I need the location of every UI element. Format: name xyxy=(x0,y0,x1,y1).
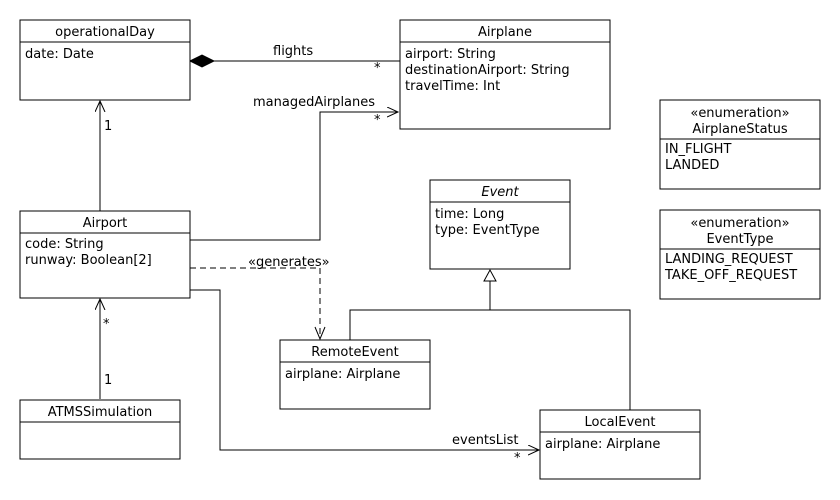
managed-airplanes-multiplicity: * xyxy=(374,113,381,128)
class-attribute: airplane: Airplane xyxy=(545,437,660,452)
class-attribute: code: String xyxy=(25,237,104,252)
class-name: LocalEvent xyxy=(585,415,656,430)
class-attribute: airport: String xyxy=(405,47,496,62)
flights-multiplicity: * xyxy=(374,61,381,76)
composition-diamond xyxy=(188,54,216,68)
class-event: Event time: Long type: EventType xyxy=(429,179,571,270)
enum-name: AirplaneStatus xyxy=(692,122,788,137)
class-name: RemoteEvent xyxy=(311,345,398,360)
enum-literal: IN_FLIGHT xyxy=(665,142,731,157)
generates-dependency: «generates» xyxy=(190,255,330,341)
class-attribute: airplane: Airplane xyxy=(285,367,400,382)
class-name: Airport xyxy=(83,216,128,231)
simulation-airport-association: * 1 xyxy=(100,299,112,399)
managed-airplanes-association: managedAirplanes * xyxy=(190,95,398,241)
class-airport: Airport code: String runway: Boolean[2] xyxy=(19,210,191,299)
class-operational-day: operationalDay date: Date xyxy=(19,19,191,101)
enum-stereotype: «enumeration» xyxy=(690,216,789,231)
enum-stereotype: «enumeration» xyxy=(690,106,789,121)
class-name: Airplane xyxy=(478,25,532,40)
class-name: operationalDay xyxy=(55,25,155,40)
simulation-airport-multiplicity: * xyxy=(103,317,110,332)
class-attribute: destinationAirport: String xyxy=(405,63,570,78)
enum-airplane-status: «enumeration» AirplaneStatus IN_FLIGHT L… xyxy=(659,99,821,190)
simulation-multiplicity: 1 xyxy=(104,373,112,388)
class-name: ATMSSimulation xyxy=(48,405,153,420)
class-attribute: type: EventType xyxy=(435,223,540,238)
class-local-event: LocalEvent airplane: Airplane xyxy=(539,409,701,480)
enum-literal: TAKE_OFF_REQUEST xyxy=(664,268,797,283)
class-atms-simulation: ATMSSimulation xyxy=(19,399,181,460)
airport-operational-day-association: 1 xyxy=(100,101,112,211)
managed-airplanes-label: managedAirplanes xyxy=(253,95,375,110)
enum-name: EventType xyxy=(706,232,773,247)
events-list-label: eventsList xyxy=(452,433,519,448)
class-attribute: date: Date xyxy=(25,47,94,62)
flights-label: flights xyxy=(273,44,313,59)
enum-literal: LANDED xyxy=(665,158,719,173)
class-name: Event xyxy=(481,185,519,200)
events-list-multiplicity: * xyxy=(514,451,521,466)
class-attribute: runway: Boolean[2] xyxy=(25,253,152,268)
enum-event-type: «enumeration» EventType LANDING_REQUEST … xyxy=(659,209,821,300)
generalization-triangle xyxy=(483,268,497,282)
class-attribute: time: Long xyxy=(435,207,504,222)
airport-day-multiplicity: 1 xyxy=(104,119,112,134)
class-airplane: Airplane airport: String destinationAirp… xyxy=(399,19,611,130)
event-generalization xyxy=(349,268,631,410)
class-remote-event: RemoteEvent airplane: Airplane xyxy=(279,339,431,410)
class-attribute: travelTime: Int xyxy=(405,79,500,94)
generates-label: «generates» xyxy=(248,255,330,270)
enum-literal: LANDING_REQUEST xyxy=(665,252,793,267)
flights-association: flights * xyxy=(188,44,400,76)
events-list-association: eventsList * xyxy=(190,289,539,466)
